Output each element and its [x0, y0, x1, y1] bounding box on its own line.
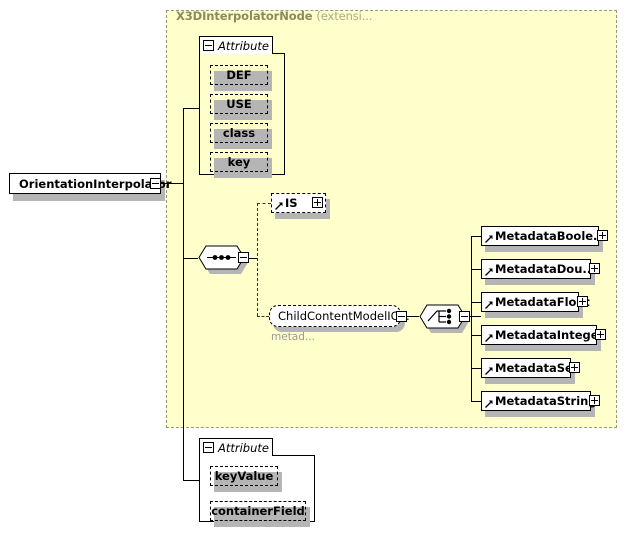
element-reference-arrow-icon: [485, 301, 493, 309]
element-reference-arrow-icon: [485, 334, 493, 342]
attribute-item-shadow: [214, 71, 272, 91]
element-reference-arrow-icon: [485, 367, 493, 375]
metadata-element-label: MetadataFloat: [495, 295, 590, 309]
connector-metadata-stub: [471, 302, 481, 303]
is-expander-plus-icon[interactable]: [312, 197, 323, 208]
child-content-group-box[interactable]: ChildContentModelIC...: [269, 305, 410, 327]
metadata-element-label: MetadataInteger: [495, 328, 605, 342]
attribute-group-top-expander-minus-icon[interactable]: [203, 40, 214, 51]
attribute-group-bottom-expander-minus-icon[interactable]: [203, 442, 214, 453]
root-expander-minus-icon[interactable]: [150, 178, 161, 189]
connector-choice-out: [470, 316, 481, 317]
connector-metadata-stub: [471, 401, 481, 402]
sequence-compositor-icon[interactable]: [198, 245, 245, 270]
extension-base-type-label: X3DInterpolatorNode: [176, 9, 313, 23]
child-content-group-caption: metad...: [271, 331, 315, 343]
metadata-float-expander-plus-icon[interactable]: [577, 296, 588, 307]
element-reference-arrow-icon: [485, 400, 493, 408]
attribute-item-use[interactable]: USE: [210, 94, 268, 114]
metadata-element-integer-box[interactable]: MetadataInteger: [481, 325, 604, 345]
metadata-string-expander-plus-icon[interactable]: [589, 395, 600, 406]
attribute-item-class[interactable]: class: [210, 123, 268, 143]
element-reference-arrow-icon: [485, 235, 493, 243]
attribute-item-label: USE: [226, 97, 252, 111]
child-content-group-expander-minus-icon[interactable]: [396, 311, 407, 322]
metadata-double-expander-plus-icon[interactable]: [589, 263, 600, 274]
attribute-item-shadow: [214, 100, 272, 120]
attribute-item-shadow: [214, 129, 272, 149]
extension-subtitle-label: (extensi...: [316, 9, 373, 23]
sequence-expander-minus-icon[interactable]: [238, 252, 249, 263]
metadata-element-label: MetadataBoole...: [495, 229, 607, 243]
connector-childcontent-to-choice: [407, 316, 419, 317]
connector-root-to-trunk: [161, 183, 183, 184]
connector-trunk-to-attribute-bottom: [183, 480, 199, 481]
attribute-group-top-label: Attribute: [218, 38, 269, 53]
root-element-label: OrientationInterpolator: [19, 176, 172, 191]
attribute-item-label: class: [222, 126, 256, 140]
attribute-item-label: key: [227, 155, 251, 169]
attribute-group-bottom-label: Attribute: [218, 440, 269, 455]
metadata-element-label: MetadataString: [495, 394, 597, 408]
extension-panel-title: X3DInterpolatorNode (extensi...: [176, 9, 373, 23]
root-element-box[interactable]: OrientationInterpolator: [9, 173, 172, 194]
metadata-integer-expander-plus-icon[interactable]: [595, 329, 606, 340]
attribute-group-bottom-header[interactable]: Attribute: [199, 438, 273, 456]
attribute-item-shadow: [214, 507, 310, 527]
connector-trunk-to-attribute-top: [183, 108, 199, 109]
connector-branch-to-is: [257, 203, 271, 204]
attribute-item-shadow: [214, 158, 272, 178]
choice-expander-minus-icon[interactable]: [459, 311, 470, 322]
metadata-element-float-box[interactable]: MetadataFloat: [481, 292, 590, 312]
attribute-item-def[interactable]: DEF: [210, 65, 268, 85]
metadata-set-expander-plus-icon[interactable]: [569, 362, 580, 373]
attribute-item-shadow: [214, 472, 282, 492]
choice-compositor-icon[interactable]: [419, 304, 466, 329]
connector-trunk-to-sequence: [183, 258, 198, 259]
attribute-item-containerfield[interactable]: containerField: [210, 501, 306, 521]
metadata-boolean-expander-plus-icon[interactable]: [597, 230, 608, 241]
connector-sequence-out: [249, 258, 257, 259]
connector-branch-to-childcontent: [257, 316, 269, 317]
metadata-element-boolean-box[interactable]: MetadataBoole...: [481, 226, 606, 246]
connector-metadata-trunk: [471, 236, 472, 401]
child-content-group-label: ChildContentModelIC...: [278, 309, 410, 323]
connector-metadata-stub: [471, 368, 481, 369]
element-reference-arrow-icon: [485, 268, 493, 276]
attribute-group-top-header[interactable]: Attribute: [199, 36, 273, 54]
metadata-element-set-box[interactable]: MetadataSet: [481, 358, 578, 378]
attribute-item-label: DEF: [226, 68, 252, 82]
metadata-element-label: MetadataSet: [495, 361, 579, 375]
attribute-item-label: keyValue: [214, 469, 274, 483]
metadata-element-label: MetadataDou...: [495, 262, 596, 276]
metadata-element-string-box[interactable]: MetadataString: [481, 391, 597, 411]
connector-metadata-stub: [471, 236, 481, 237]
connector-main-trunk: [183, 108, 184, 480]
attribute-item-label: containerField: [211, 504, 305, 518]
connector-sequence-branch-vertical: [257, 203, 258, 316]
attribute-item-keyvalue[interactable]: keyValue: [210, 466, 278, 486]
connector-metadata-stub: [471, 335, 481, 336]
metadata-element-double-box[interactable]: MetadataDou...: [481, 259, 596, 279]
attribute-item-key[interactable]: key: [210, 152, 268, 172]
element-reference-arrow-icon: [275, 202, 283, 210]
is-element-label: IS: [285, 196, 298, 210]
connector-metadata-stub: [471, 269, 481, 270]
